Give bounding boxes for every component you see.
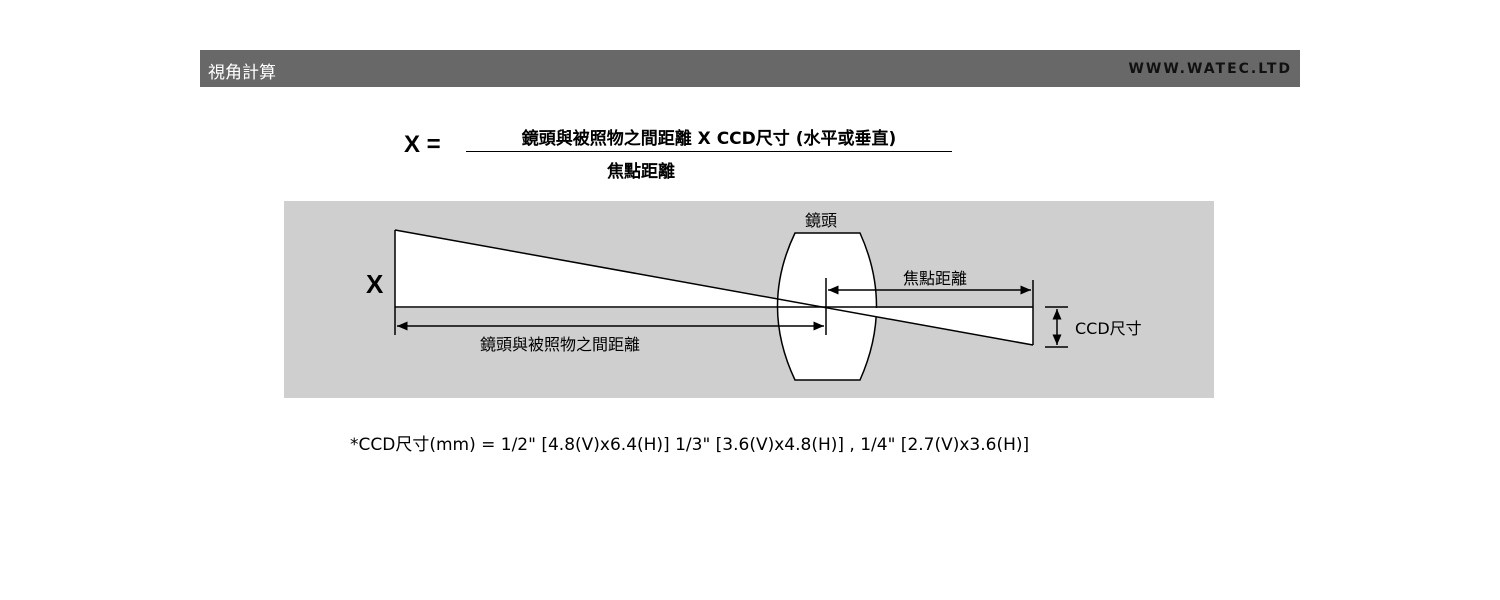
- focal-label: 焦點距離: [903, 269, 967, 288]
- x-label: X: [366, 269, 384, 299]
- formula-lhs: X =: [404, 131, 441, 158]
- ray-line: [394, 229, 1034, 346]
- distance-label: 鏡頭與被照物之間距離: [480, 335, 640, 354]
- site-name: WWW.WATEC.LTD: [1128, 61, 1292, 77]
- ccd-label: CCD尺寸: [1075, 319, 1142, 338]
- ccd-size-note: *CCD尺寸(mm) = 1/2" [4.8(V)x6.4(H)] 1/3" […: [350, 435, 1030, 455]
- page-title: 視角計算: [208, 63, 276, 83]
- formula-numerator: 鏡頭與被照物之間距離 X CCD尺寸 (水平或垂直): [466, 124, 952, 152]
- formula-denominator: 焦點距離: [607, 162, 675, 182]
- lens-label: 鏡頭: [805, 211, 837, 230]
- header-bar: 視角計算 WWW.WATEC.LTD: [200, 50, 1300, 87]
